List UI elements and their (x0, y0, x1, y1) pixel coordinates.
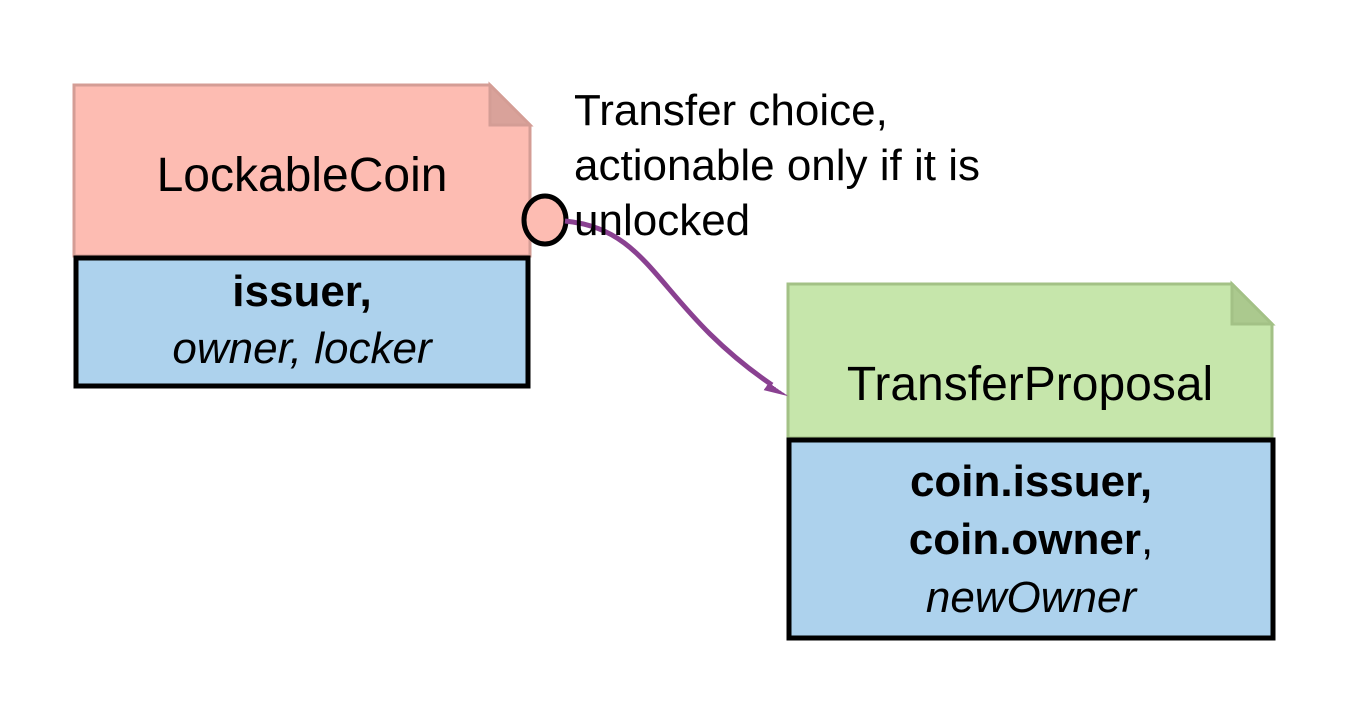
transferproposal-party-3: newOwner (925, 573, 1137, 622)
lockablecoin-fold-corner-icon (488, 81, 534, 127)
transfer-choice-annotation: Transfer choice, actionable only if it i… (574, 83, 980, 248)
lockablecoin-header-shape (72, 83, 532, 258)
lockablecoin-body-shape (73, 255, 531, 389)
transferproposal-title: TransferProposal (846, 358, 1214, 411)
lockablecoin-observers: owner, locker (172, 324, 432, 373)
lockablecoin-title: LockableCoin (156, 149, 448, 202)
transferproposal-party-2-comma: , (1141, 515, 1154, 564)
annotation-line-1: Transfer choice, (574, 86, 888, 135)
choice-socket-circle (521, 193, 569, 247)
annotation-line-2: actionable only if it is (574, 141, 980, 190)
lockablecoin-signatories: issuer, (232, 267, 372, 316)
transferproposal-party-2-bold: coin.owner (908, 515, 1141, 564)
transferproposal-party-2: coin.owner, (789, 518, 1273, 562)
transfer-choice-arrow (564, 218, 772, 385)
transferproposal-party-1: coin.issuer, (909, 457, 1153, 506)
transferproposal-header-shape (786, 282, 1274, 440)
transferproposal-fold-corner-icon (1230, 280, 1276, 326)
transferproposal-body-shape (786, 437, 1276, 641)
annotation-line-3: unlocked (574, 196, 751, 245)
